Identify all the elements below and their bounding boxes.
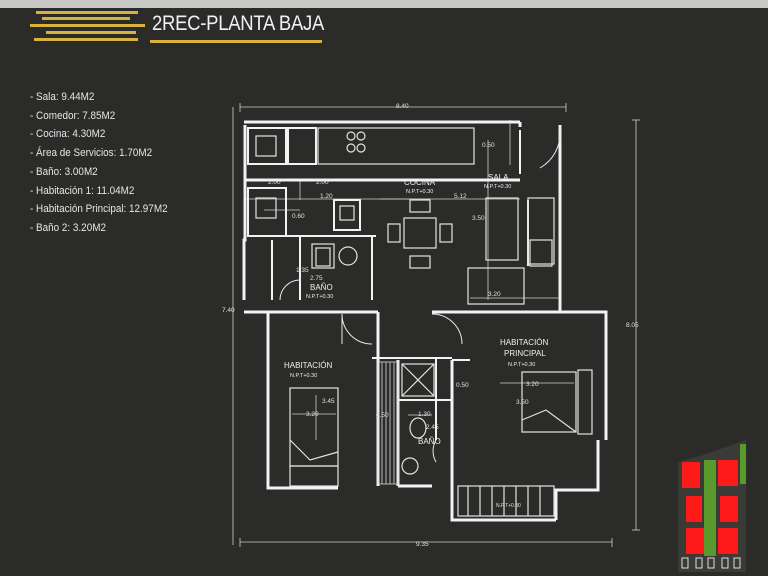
title-underline	[150, 40, 322, 43]
area-list: - Sala: 9.44M2 - Comedor: 7.85M2 - Cocin…	[30, 88, 183, 238]
label-habitacion: HABITACIÓN	[284, 361, 333, 370]
npt-bano-1: N.P.T+0.30	[306, 294, 333, 300]
top-bar	[0, 0, 768, 8]
dim-320-principal: 3.20	[526, 381, 539, 388]
label-principal-2: PRINCIPAL	[504, 349, 546, 358]
npt-principal: N.P.T+0.30	[508, 362, 535, 368]
area-item-habitacion-1: - Habitación 1: 11.04M2	[30, 184, 135, 197]
dim-050-top: 0.50	[482, 142, 495, 149]
dim-320-sala: 3.20	[488, 291, 501, 298]
dim-top-width: 8.40	[396, 103, 409, 110]
dim-130: 1.30	[418, 411, 431, 418]
site-location-thumbnail	[678, 440, 746, 572]
interior-walls	[247, 127, 529, 440]
area-item-bano-2: - Baño 2: 3.20M2	[30, 221, 106, 234]
area-item-servicios: - Área de Servicios: 1.70M2	[30, 147, 153, 160]
area-item-habitacion-principal: - Habitación Principal: 12.97M2	[30, 203, 168, 216]
dim-050-mid: 0.50	[376, 412, 389, 419]
label-sala: SALA	[488, 173, 509, 182]
bedroom-furniture	[289, 369, 593, 517]
npt-habitacion: N.P.T+0.30	[290, 373, 317, 379]
npt-cocina: N.P.T+0.30	[406, 189, 433, 195]
npt-bottom: N.P.T+0.30	[496, 503, 521, 509]
dimension-lines	[232, 103, 640, 547]
dim-right-height: 8.05	[626, 322, 639, 329]
dim-bottom-width: 9.35	[416, 541, 429, 548]
dimension-labels: 8.40 7.40 8.05 9.35 2.00 2.00 0.60 1.20 …	[222, 103, 639, 548]
dining-table	[387, 199, 453, 269]
dim-135: 1.35	[296, 267, 309, 274]
area-item-sala: - Sala: 9.44M2	[30, 91, 95, 103]
dim-050-hab: 0.50	[456, 382, 469, 389]
dim-512: 5.12	[454, 193, 467, 200]
label-bano-1: BAÑO	[310, 283, 333, 292]
dim-350-principal: 3.50	[516, 399, 529, 406]
dim-200b: 2.00	[316, 179, 329, 186]
dim-120: 1.20	[320, 193, 333, 200]
closet	[377, 361, 399, 485]
dim-345: 3.45	[322, 398, 335, 405]
area-item-comedor: - Comedor: 7.85M2	[30, 109, 116, 122]
dim-060: 0.60	[292, 213, 305, 220]
logo-stripes	[30, 11, 145, 41]
living-furniture	[467, 197, 555, 305]
npt-sala: N.P.T+0.30	[484, 184, 511, 190]
dim-320-hab: 3.20	[306, 411, 319, 418]
label-cocina: COCINA	[404, 178, 436, 187]
label-principal-1: HABITACIÓN	[500, 338, 549, 347]
door-swings	[279, 129, 561, 463]
room-labels: COCINA N.P.T+0.30 SALA N.P.T+0.30 BAÑO N…	[284, 173, 549, 446]
area-item-cocina: - Cocina: 4.30M2	[30, 128, 106, 141]
dim-275: 2.75	[310, 275, 323, 282]
dim-left-height: 7.40	[222, 307, 235, 314]
kitchen-fixtures	[255, 127, 475, 269]
dim-350: 3.50	[472, 215, 485, 222]
area-item-bano: - Baño: 3.00M2	[30, 165, 98, 178]
label-bano-2: BAÑO	[418, 437, 441, 446]
dim-200a: 2.00	[268, 179, 281, 186]
dim-245: 2.45	[426, 424, 439, 431]
page-title: 2REC-PLANTA BAJA	[152, 12, 325, 35]
bathroom-fixtures	[315, 247, 435, 475]
